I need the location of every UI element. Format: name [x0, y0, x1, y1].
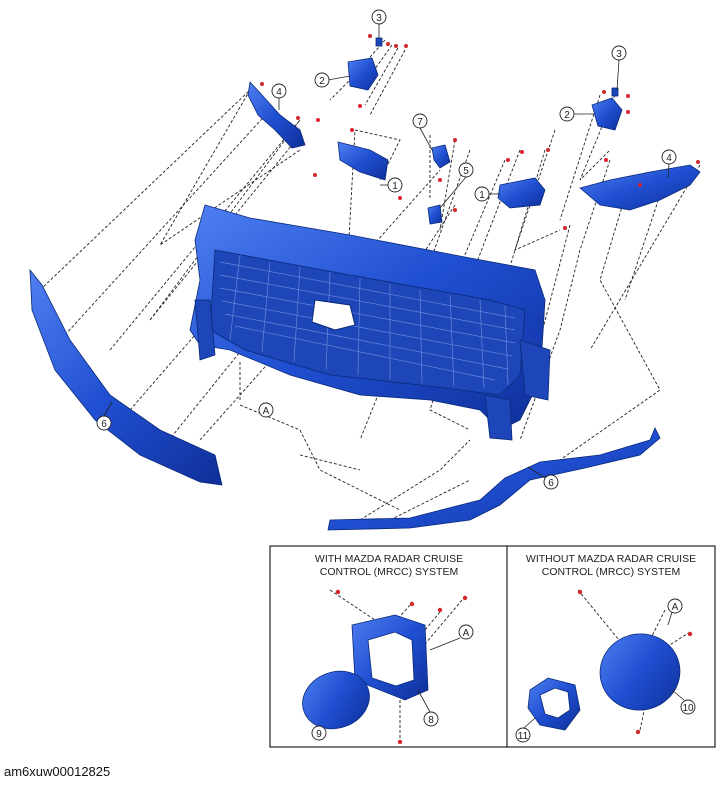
lower-molding-left: [29, 268, 223, 486]
bracket-1-left: [337, 141, 389, 181]
radar-cover: [302, 670, 370, 730]
bracket-2-left: [347, 57, 379, 91]
bracket-1-right: [497, 177, 546, 209]
callout-A-inset-left: A: [463, 628, 470, 639]
callouts-main: 3 2 4 7 1 5 1 2 3 4 A 6 6: [96, 9, 677, 490]
callout-A-inset-right: A: [672, 602, 679, 613]
inset-right-title-line2: CONTROL (MRCC) SYSTEM: [542, 566, 680, 578]
callout-6-left: 6: [101, 419, 107, 430]
bracket-2-right: [591, 97, 623, 131]
clip-3-left: [375, 37, 383, 47]
callout-11: 11: [518, 731, 529, 742]
callout-2-right: 2: [564, 110, 570, 121]
clip-3-right: [611, 87, 619, 97]
inset-right-title-line1: WITHOUT MAZDA RADAR CRUISE: [526, 553, 696, 565]
callout-2-left: 2: [319, 76, 325, 87]
bracket-5: [427, 204, 443, 225]
callout-1-right: 1: [479, 190, 485, 201]
callout-8: 8: [428, 715, 434, 726]
molding-upper-right: [579, 164, 701, 211]
inset-right-diagram: A 10 11: [515, 589, 696, 743]
callout-A-main: A: [263, 406, 270, 417]
callout-4-right: 4: [666, 153, 672, 164]
callout-3-left: 3: [376, 13, 382, 24]
bracket-7: [431, 144, 451, 169]
callout-3-right: 3: [616, 49, 622, 60]
callout-5: 5: [463, 166, 469, 177]
radiator-grille: [189, 204, 551, 441]
callout-1-left: 1: [392, 181, 398, 192]
emblem-base: [599, 633, 681, 711]
molding-upper-left: [247, 81, 306, 149]
inset-left-diagram: A 8 9: [302, 589, 474, 745]
fastener-clips: [260, 34, 700, 230]
inset-left-title-line2: CONTROL (MRCC) SYSTEM: [320, 566, 458, 578]
callout-4-left: 4: [276, 87, 282, 98]
callout-10: 10: [682, 703, 694, 714]
document-id: am6xuw00012825: [4, 764, 111, 779]
callout-6-right: 6: [548, 478, 554, 489]
inset-left-title-line1: WITH MAZDA RADAR CRUISE: [315, 553, 463, 565]
callout-7: 7: [417, 117, 423, 128]
lower-molding-right: [327, 427, 661, 531]
callout-9: 9: [316, 729, 322, 740]
